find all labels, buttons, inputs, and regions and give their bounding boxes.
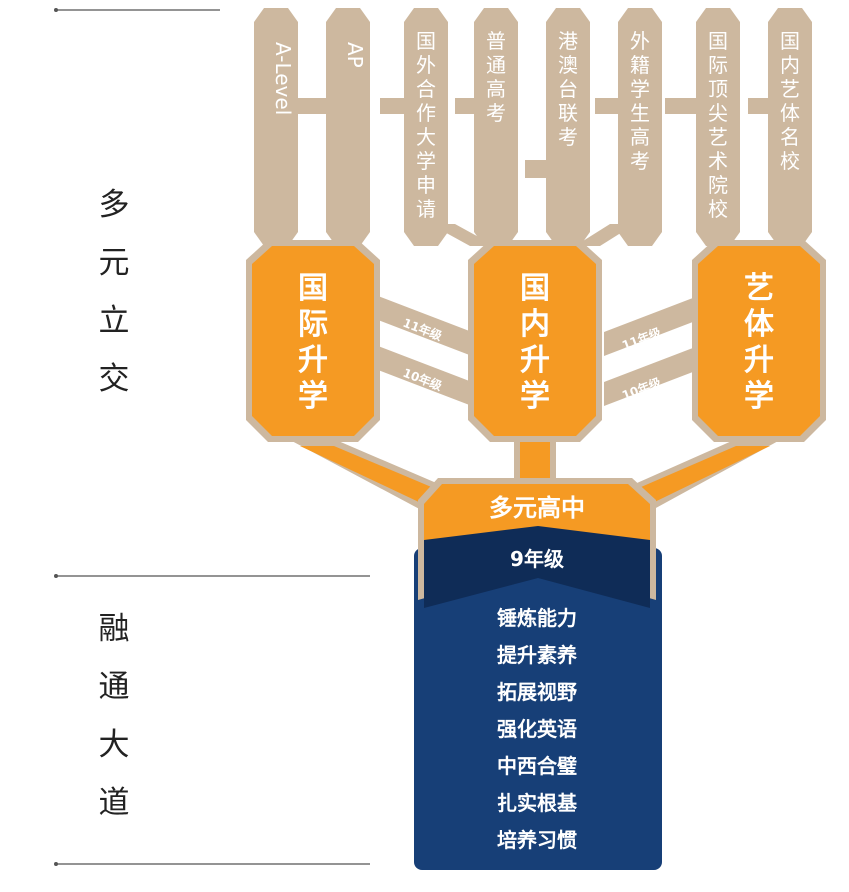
- pillar-art-intl: [696, 8, 740, 246]
- side-title-char: 大: [98, 727, 130, 763]
- pathway-label-art-domestic: 国内艺体名校: [780, 29, 800, 173]
- rule-middle-dot: [54, 574, 58, 578]
- pathway-label-a-level: A-Level: [271, 42, 295, 115]
- arm-left-fill: [300, 446, 455, 512]
- pathway-label-overseas: 国外合作大学申请: [416, 29, 436, 221]
- hub-label: 多元高中: [489, 494, 585, 522]
- base-item: 锤炼能力: [497, 606, 577, 630]
- side-title-char: 道: [98, 785, 130, 821]
- track-international-label: 国际升学: [298, 271, 328, 414]
- side-title-bottom: 融 通 大 道: [92, 600, 136, 832]
- pillar-foreign: [618, 8, 662, 246]
- pillar-a-level: [254, 8, 298, 246]
- grade-chevron: [424, 526, 650, 608]
- side-title-char: 交: [98, 361, 130, 397]
- base-block: [414, 548, 662, 870]
- pillar-hmt: [546, 8, 590, 246]
- side-title-char: 融: [98, 611, 130, 647]
- pathway-labels: A-Level AP 国外合作大学申请 普通高考 港澳台联考 外籍学生高考 国际…: [271, 29, 800, 221]
- pillar-art-domestic: [768, 8, 812, 246]
- track-domestic-label: 国内升学: [520, 271, 550, 414]
- arm-right-fill: [618, 446, 770, 512]
- base-item: 强化英语: [497, 717, 577, 741]
- track-international: [252, 246, 374, 436]
- track-art-label: 艺体升学: [744, 271, 775, 414]
- pathway-label-gaokao: 普通高考: [486, 29, 506, 125]
- base-grade-label: 9年级: [510, 547, 564, 571]
- side-title-char: 元: [98, 245, 130, 281]
- bridges: 11年级 10年级 11年级 10年级: [378, 296, 698, 406]
- bridge-right-upper: [604, 296, 698, 356]
- pathway-label-ap: AP: [343, 42, 367, 68]
- side-title-char: 通: [98, 669, 130, 705]
- base-item: 提升素养: [497, 643, 577, 667]
- bridge-left-lower: [378, 346, 472, 406]
- pillar-ap: [326, 8, 370, 246]
- pathway-label-art-intl: 国际顶尖艺术院校: [708, 29, 728, 221]
- base-item: 中西合璧: [497, 754, 577, 778]
- side-title-char: 立: [98, 303, 130, 339]
- side-title-char: 多: [98, 187, 130, 223]
- pathway-label-hmt: 港澳台联考: [558, 29, 578, 149]
- side-title-top: 多 元 立 交: [92, 176, 136, 408]
- bridge-left-upper: [378, 296, 472, 356]
- base-item: 拓展视野: [497, 680, 577, 704]
- pillar-gaokao: [474, 8, 518, 246]
- base-item: 扎实根基: [497, 791, 578, 815]
- pathway-label-foreign: 外籍学生高考: [630, 29, 650, 173]
- rule-top-dot: [54, 8, 58, 12]
- base-item: 培养习惯: [497, 828, 577, 852]
- pathway-pillars: [254, 8, 812, 246]
- bridge-right-lower: [604, 346, 698, 406]
- track-domestic: [474, 246, 596, 436]
- rule-bottom-dot: [54, 862, 58, 866]
- pillar-overseas: [404, 8, 448, 246]
- track-art: [698, 246, 820, 436]
- tracks: [246, 240, 826, 442]
